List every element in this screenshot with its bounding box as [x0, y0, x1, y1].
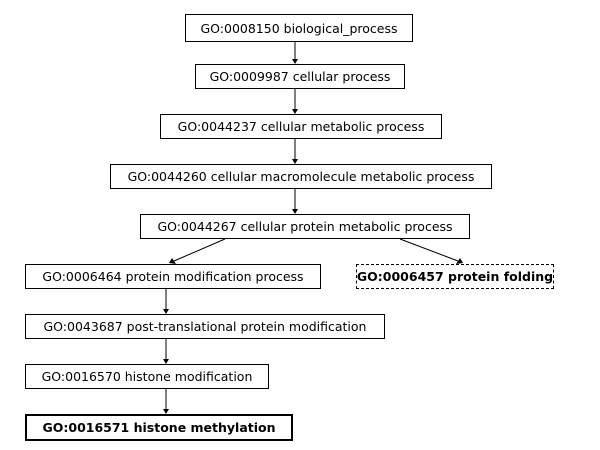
edge-line	[399, 238, 459, 262]
edge-arrowhead	[292, 59, 298, 64]
edge-arrowhead	[292, 209, 298, 214]
go-term-node-cellular-metabolic-process: GO:0044237 cellular metabolic process	[160, 114, 442, 139]
edge-line	[173, 238, 226, 262]
edge-arrowhead	[292, 109, 298, 114]
go-term-node-cellular-macromolecule-metabolic-process: GO:0044260 cellular macromolecule metabo…	[110, 164, 492, 189]
edge-arrowhead	[456, 258, 463, 264]
edge-arrowhead	[169, 258, 176, 264]
edge-arrowhead	[292, 159, 298, 164]
go-term-node-biological-process: GO:0008150 biological_process	[185, 14, 413, 42]
go-term-node-histone-modification: GO:0016570 histone modification	[25, 364, 269, 389]
go-term-node-cellular-protein-metabolic-process: GO:0044267 cellular protein metabolic pr…	[140, 214, 470, 239]
go-term-node-cellular-process: GO:0009987 cellular process	[195, 64, 405, 89]
go-term-node-protein-modification-process: GO:0006464 protein modification process	[25, 264, 321, 289]
edge-arrowhead	[163, 409, 169, 414]
go-term-node-post-translational-protein-modification: GO:0043687 post-translational protein mo…	[25, 314, 385, 339]
edge-arrowhead	[163, 359, 169, 364]
go-term-node-histone-methylation: GO:0016571 histone methylation	[25, 414, 293, 441]
edge-arrowhead	[163, 309, 169, 314]
go-term-node-protein-folding: GO:0006457 protein folding	[356, 264, 554, 289]
